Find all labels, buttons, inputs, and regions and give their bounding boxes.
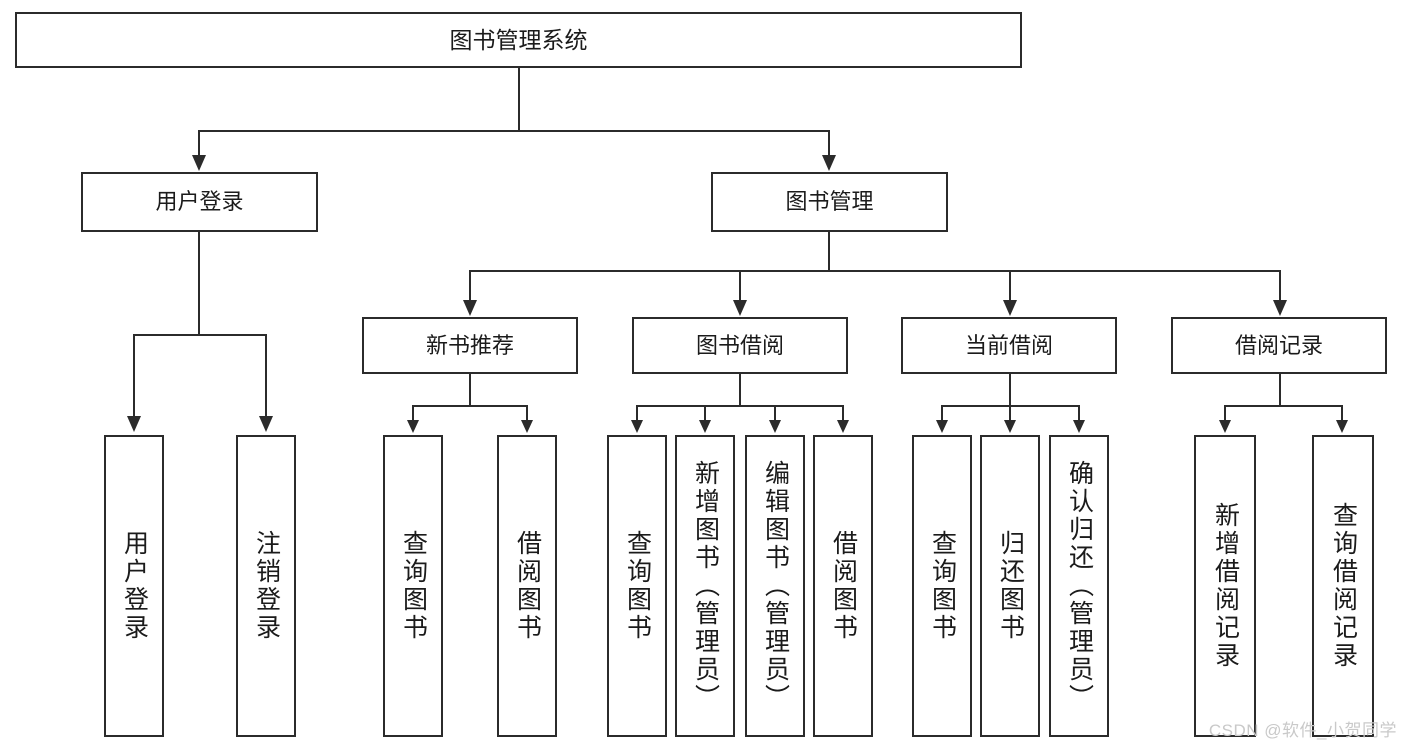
arrow-book-manage-to-current — [1003, 300, 1017, 316]
node-label: 查询图书 — [399, 530, 428, 642]
edge-record-stem — [1279, 374, 1281, 406]
node-book-borrow[interactable]: 图书借阅 — [632, 317, 848, 374]
csdn-watermark: CSDN @软件_小贺同学 — [1208, 721, 1397, 740]
node-book-manage[interactable]: 图书管理 — [711, 172, 948, 232]
edge-user-login-stem — [198, 232, 200, 335]
leaf-user-login-1[interactable]: 注销登录 — [236, 435, 296, 737]
node-label: 用户登录 — [120, 530, 149, 642]
edge-record-leaf2 — [1341, 405, 1343, 422]
node-new-book-recommend[interactable]: 新书推荐 — [362, 317, 578, 374]
node-label: 确认归还（管理员） — [1065, 460, 1094, 712]
edge-current-leaf2 — [1009, 405, 1011, 422]
node-label: 借阅图书 — [513, 530, 542, 642]
leaf-book-borrow-2[interactable]: 编辑图书（管理员） — [745, 435, 805, 737]
arrow-borrow-leaf4 — [837, 420, 849, 433]
arrow-borrow-leaf1 — [631, 420, 643, 433]
node-root-system[interactable]: 图书管理系统 — [15, 12, 1022, 68]
edge-borrow-leaf1 — [636, 405, 638, 422]
edge-recommend-stem — [469, 374, 471, 406]
leaf-borrow-record-1[interactable]: 查询借阅记录 — [1312, 435, 1374, 737]
node-user-login[interactable]: 用户登录 — [81, 172, 318, 232]
arrow-recommend-leaf2 — [521, 420, 533, 433]
node-label: 编辑图书（管理员） — [761, 460, 790, 712]
edge-book-manage-to-current — [1009, 270, 1011, 302]
leaf-current-borrow-2[interactable]: 确认归还（管理员） — [1049, 435, 1109, 737]
node-borrow-record[interactable]: 借阅记录 — [1171, 317, 1387, 374]
arrow-current-leaf3 — [1073, 420, 1085, 433]
edge-root-bus — [198, 130, 830, 132]
edge-root-stem — [518, 68, 520, 131]
node-label: 图书管理 — [785, 189, 874, 215]
node-current-borrow[interactable]: 当前借阅 — [901, 317, 1117, 374]
leaf-user-login-0[interactable]: 用户登录 — [104, 435, 164, 737]
edge-user-login-leaf2 — [265, 334, 267, 418]
edge-recommend-leaf2 — [526, 405, 528, 422]
leaf-recommend-1[interactable]: 借阅图书 — [497, 435, 557, 737]
arrow-user-login-leaf1 — [127, 416, 141, 432]
leaf-book-borrow-0[interactable]: 查询图书 — [607, 435, 667, 737]
arrow-record-leaf2 — [1336, 420, 1348, 433]
arrow-root-to-book-manage — [822, 155, 836, 171]
edge-book-manage-to-recommend — [469, 270, 471, 302]
edge-book-manage-to-borrow — [739, 270, 741, 302]
arrow-user-login-leaf2 — [259, 416, 273, 432]
node-label: 当前借阅 — [964, 332, 1053, 358]
edge-borrow-leaf4 — [842, 405, 844, 422]
arrow-current-leaf1 — [936, 420, 948, 433]
edge-current-stem — [1009, 374, 1011, 406]
arrow-borrow-leaf2 — [699, 420, 711, 433]
node-label: 归还图书 — [996, 530, 1025, 642]
node-label: 图书借阅 — [695, 332, 784, 358]
node-label: 新书推荐 — [425, 332, 514, 358]
edge-recommend-bus — [412, 405, 528, 407]
arrow-book-manage-to-record — [1273, 300, 1287, 316]
edge-current-leaf3 — [1078, 405, 1080, 422]
leaf-recommend-0[interactable]: 查询图书 — [383, 435, 443, 737]
arrow-book-manage-to-recommend — [463, 300, 477, 316]
leaf-book-borrow-3[interactable]: 借阅图书 — [813, 435, 873, 737]
edge-root-to-book-manage — [828, 130, 830, 157]
edge-record-leaf1 — [1224, 405, 1226, 422]
leaf-borrow-record-0[interactable]: 新增借阅记录 — [1194, 435, 1256, 737]
edge-borrow-leaf3 — [774, 405, 776, 422]
edge-root-to-user-login — [198, 130, 200, 157]
arrow-record-leaf1 — [1219, 420, 1231, 433]
arrow-current-leaf2 — [1004, 420, 1016, 433]
edge-borrow-stem — [739, 374, 741, 406]
edge-user-login-leaf1 — [133, 334, 135, 418]
node-label: 查询借阅记录 — [1329, 502, 1358, 670]
node-label: 图书管理系统 — [449, 26, 588, 53]
node-label: 新增图书（管理员） — [691, 460, 720, 712]
arrow-book-manage-to-borrow — [733, 300, 747, 316]
edge-borrow-leaf2 — [704, 405, 706, 422]
leaf-current-borrow-1[interactable]: 归还图书 — [980, 435, 1040, 737]
arrow-borrow-leaf3 — [769, 420, 781, 433]
edge-user-login-bus — [133, 334, 266, 336]
arrow-recommend-leaf1 — [407, 420, 419, 433]
edge-current-leaf1 — [941, 405, 943, 422]
arrow-root-to-user-login — [192, 155, 206, 171]
edge-book-manage-stem — [828, 232, 830, 271]
edge-recommend-leaf1 — [412, 405, 414, 422]
node-label: 查询图书 — [928, 530, 957, 642]
leaf-book-borrow-1[interactable]: 新增图书（管理员） — [675, 435, 735, 737]
edge-record-bus — [1224, 405, 1343, 407]
node-label: 用户登录 — [155, 189, 244, 215]
node-label: 借阅图书 — [829, 530, 858, 642]
edge-book-manage-bus — [469, 270, 1281, 272]
node-label: 查询图书 — [623, 530, 652, 642]
edge-book-manage-to-record — [1279, 270, 1281, 302]
node-label: 借阅记录 — [1234, 332, 1323, 358]
node-label: 新增借阅记录 — [1211, 502, 1240, 670]
node-label: 注销登录 — [252, 530, 281, 642]
leaf-current-borrow-0[interactable]: 查询图书 — [912, 435, 972, 737]
edge-borrow-bus — [636, 405, 843, 407]
